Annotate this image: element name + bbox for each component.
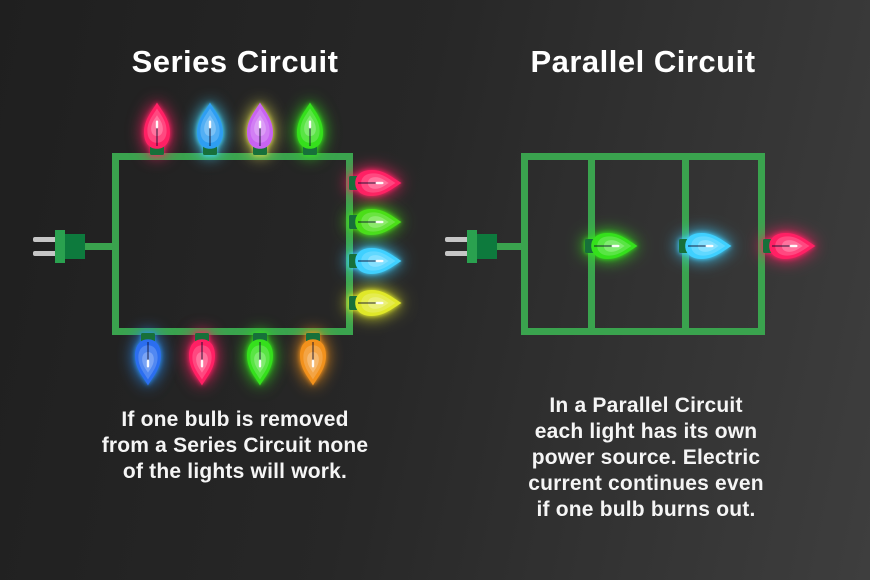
caption-line: current continues even bbox=[528, 472, 764, 495]
bulb-graphic bbox=[247, 102, 273, 155]
parallel-power-plug-icon bbox=[445, 228, 497, 264]
series-caption: If one bulb is removed from a Series Cir… bbox=[60, 407, 410, 485]
parallel-bulb-pink bbox=[762, 228, 818, 264]
plug-body bbox=[65, 234, 85, 259]
bulb-graphic bbox=[349, 290, 402, 316]
series-right-bulb-green bbox=[348, 204, 404, 240]
bulb-graphic bbox=[679, 233, 732, 259]
series-feed-wire bbox=[84, 243, 114, 250]
series-power-plug-icon bbox=[33, 228, 85, 264]
caption-line: power source. Electric bbox=[531, 446, 761, 469]
series-right-bulb-yellow bbox=[348, 285, 404, 321]
plug-prong bbox=[445, 251, 469, 256]
caption-line: if one bulb burns out. bbox=[536, 498, 756, 521]
bulb-graphic bbox=[349, 248, 402, 274]
parallel-bulb-cyan bbox=[678, 228, 734, 264]
plug-face bbox=[55, 230, 65, 263]
caption-line: of the lights will work. bbox=[122, 460, 348, 483]
bulb-graphic bbox=[585, 233, 638, 259]
series-top-bulb-purple bbox=[242, 100, 278, 156]
caption-line: In a Parallel Circuit bbox=[549, 394, 743, 417]
caption-line: each light has its own bbox=[534, 420, 758, 443]
series-top-bulb-pink bbox=[139, 100, 175, 156]
series-bottom-bulb-green bbox=[242, 332, 278, 388]
bulb-graphic bbox=[349, 209, 402, 235]
bulb-graphic bbox=[300, 333, 326, 386]
parallel-caption: In a Parallel Circuit each light has its… bbox=[471, 393, 821, 523]
bulb-graphic bbox=[297, 102, 323, 155]
bulb-graphic bbox=[144, 102, 170, 155]
bulb-graphic bbox=[349, 170, 402, 196]
bulb-graphic bbox=[189, 333, 215, 386]
plug-body bbox=[477, 234, 497, 259]
caption-line: If one bulb is removed bbox=[121, 408, 349, 431]
series-bottom-bulb-orange bbox=[295, 332, 331, 388]
bulb-graphic bbox=[247, 333, 273, 386]
series-right-bulb-cyan bbox=[348, 243, 404, 279]
series-bottom-bulb-blue bbox=[130, 332, 166, 388]
series-top-bulb-green bbox=[292, 100, 328, 156]
parallel-bulb-green bbox=[584, 228, 640, 264]
bulb-graphic bbox=[197, 102, 223, 155]
parallel-circuit-title: Parallel Circuit bbox=[530, 44, 756, 79]
series-circuit-title: Series Circuit bbox=[131, 44, 339, 79]
bulb-graphic bbox=[763, 233, 816, 259]
plug-face bbox=[467, 230, 477, 263]
parallel-circuit-loop-wire bbox=[521, 153, 765, 335]
bulb-graphic bbox=[135, 333, 161, 386]
plug-prong bbox=[33, 237, 57, 242]
series-top-bulb-blue bbox=[192, 100, 228, 156]
series-circuit-loop-wire bbox=[112, 153, 353, 335]
series-right-bulb-pink bbox=[348, 165, 404, 201]
caption-line: from a Series Circuit none bbox=[101, 434, 369, 457]
parallel-feed-wire bbox=[493, 243, 523, 250]
plug-prong bbox=[33, 251, 57, 256]
series-bottom-bulb-pink bbox=[184, 332, 220, 388]
plug-prong bbox=[445, 237, 469, 242]
